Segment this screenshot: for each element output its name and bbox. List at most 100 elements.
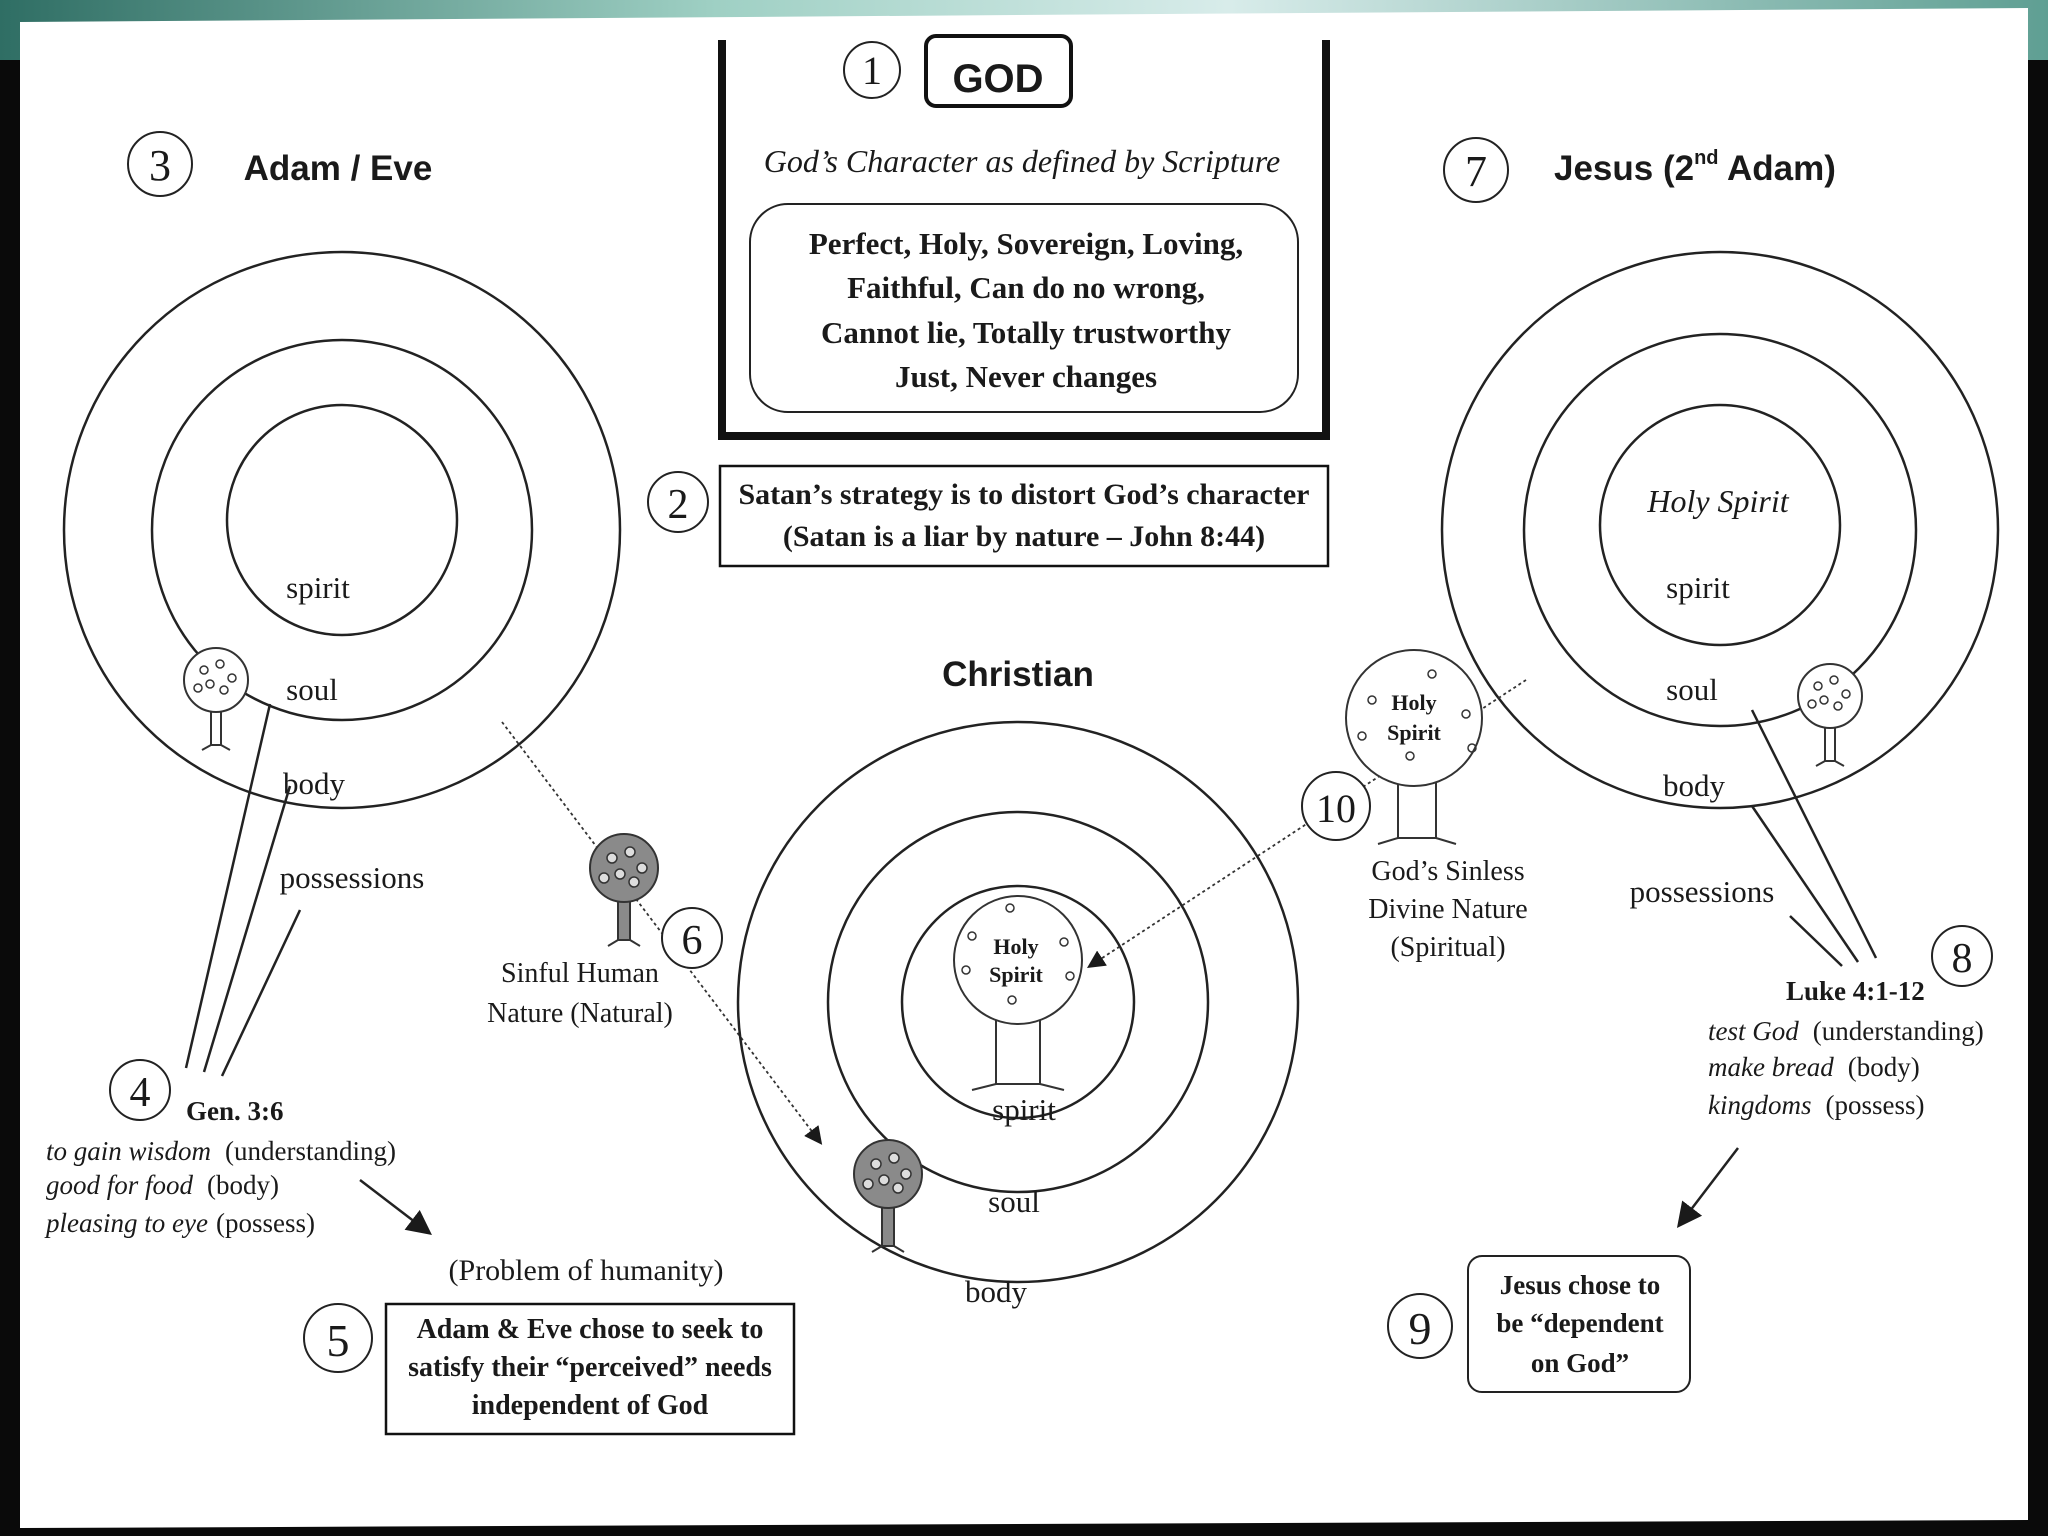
step-5-badge [303, 1303, 373, 1373]
dependent-section: 9 Jesus chose to be “dependent on God” [1387, 1255, 1691, 1393]
dependent-arrow [1676, 1147, 1739, 1228]
dependent-line: on God” [1531, 1348, 1629, 1378]
god-section: 1 GOD God’s Character as defined by Scri… [718, 34, 1330, 440]
sinful-nature-arrow [501, 721, 823, 1145]
god-title: GOD [952, 57, 1043, 101]
step-6-badge [661, 907, 723, 969]
step-2-badge [647, 471, 709, 533]
jesus-soul-ring [1598, 403, 1842, 647]
step-1-badge [843, 41, 901, 99]
luke-item: test God(understanding) [1708, 1016, 1984, 1046]
luke-pointer-line [1789, 915, 1843, 967]
step-1-number: 1 [862, 48, 882, 93]
adam-spirit-label: spirit [286, 570, 350, 605]
luke-reference: Luke 4:1-12 [1786, 976, 1925, 1006]
adam-possessions-ring [62, 250, 622, 810]
dependent-box [1467, 1255, 1691, 1393]
step-5-number: 5 [327, 1315, 350, 1366]
christian-soul-label: soul [988, 1184, 1040, 1219]
gen-pointer-line [202, 785, 292, 1073]
gen-pointer-line [220, 909, 302, 1077]
step-3-number: 3 [149, 141, 171, 190]
christian-body-label: body [965, 1274, 1028, 1309]
jesus-soul-label: soul [1666, 672, 1718, 707]
christian-holy-spirit-tree-icon [953, 895, 1083, 1091]
christian-tree-label: Spirit [989, 962, 1043, 987]
step-4-number: 4 [130, 1070, 151, 1116]
luke-item: kingdoms(possess) [1708, 1090, 1925, 1120]
step-10-badge [1301, 771, 1371, 841]
adam-body-ring [150, 338, 534, 722]
jesus-section: 7 Jesus (2nd Adam) Holy Spirit spirit so… [1440, 137, 2000, 967]
step-10-number: 10 [1316, 786, 1356, 831]
satan-section: 2 Satan’s strategy is to distort God’s c… [647, 464, 1330, 568]
step-4-badge [109, 1059, 171, 1121]
problem-arrow [359, 1179, 432, 1236]
divine-tree-label: Holy [1391, 690, 1436, 715]
god-traits-box [749, 203, 1299, 413]
god-trait-line: Faithful, Can do no wrong, [847, 270, 1205, 305]
christian-soul-ring [826, 810, 1210, 1194]
gen-section: 4 Gen. 3:6 to gain wisdom(understanding)… [44, 1059, 432, 1238]
step-2-number: 2 [668, 482, 689, 528]
step-9-number: 9 [1409, 1303, 1432, 1354]
divine-tree-icon [1345, 649, 1483, 845]
gen-pointer-line [184, 703, 272, 1069]
adam-soul-label: soul [286, 672, 338, 707]
god-subtitle: God’s Character as defined by Scripture [764, 143, 1280, 179]
jesus-possessions-label: possessions [1630, 874, 1775, 909]
jesus-holy-spirit-label: Holy Spirit [1646, 483, 1789, 519]
problem-line: satisfy their “perceived” needs [408, 1352, 772, 1383]
problem-label: (Problem of humanity) [449, 1254, 724, 1287]
luke-pointer-line [1750, 709, 1878, 959]
christian-body-ring [736, 720, 1300, 1284]
problem-line: Adam & Eve chose to seek to [417, 1314, 764, 1345]
jesus-possessions-ring [1440, 250, 2000, 810]
step-3-badge [127, 131, 193, 197]
problem-section: (Problem of humanity) 5 Adam & Eve chose… [303, 1254, 796, 1436]
adam-possessions-label: possessions [280, 860, 425, 895]
step-6-number: 6 [682, 918, 703, 964]
divine-section: Holy Spirit 10 God’s Sinless Divine Natu… [1086, 649, 1528, 968]
sinful-label: Sinful Human [501, 958, 659, 989]
adam-soul-ring [225, 403, 459, 637]
christian-section: Christian Holy Spirit spirit soul body [736, 655, 1300, 1309]
gen-item: to gain wisdom(understanding) [46, 1136, 396, 1166]
dependent-line: be “dependent [1496, 1308, 1663, 1338]
christian-spirit-label: spirit [992, 1092, 1056, 1127]
gen-item: good for food(body) [46, 1170, 279, 1200]
adam-title: Adam / Eve [244, 149, 433, 188]
christian-spirit-ring [900, 884, 1136, 1120]
step-8-badge [1931, 925, 1993, 987]
luke-pointer-line [1750, 805, 1860, 963]
step-8-number: 8 [1952, 936, 1973, 982]
god-trait-line: Just, Never changes [895, 359, 1157, 394]
step-9-badge [1387, 1293, 1453, 1359]
divine-label: Divine Nature [1368, 894, 1527, 925]
adam-body-label: body [283, 766, 346, 801]
divine-label: (Spiritual) [1390, 932, 1505, 963]
god-frame [718, 40, 1330, 440]
god-trait-line: Cannot lie, Totally trustworthy [821, 315, 1231, 350]
sinful-label: Nature (Natural) [487, 998, 673, 1029]
jesus-body-ring [1522, 332, 1918, 728]
god-trait-line: Perfect, Holy, Sovereign, Loving, [809, 226, 1243, 261]
jesus-spirit-label: spirit [1666, 570, 1730, 605]
christian-tree-label: Holy [993, 934, 1038, 959]
satan-line: Satan’s strategy is to distort God’s cha… [738, 478, 1309, 511]
satan-box [718, 464, 1330, 568]
god-title-box [924, 34, 1073, 108]
luke-item: make bread(body) [1708, 1052, 1920, 1082]
christian-title: Christian [942, 655, 1094, 694]
divine-tree-label: Spirit [1387, 720, 1441, 745]
dependent-line: Jesus chose to [1500, 1270, 1661, 1300]
adam-section: 3 Adam / Eve spirit soul body possession… [62, 131, 622, 1077]
luke-section: 8 Luke 4:1-12 test God(understanding) ma… [1676, 925, 1993, 1228]
problem-box [384, 1302, 796, 1436]
sinful-section: 6 Sinful Human Nature (Natural) [487, 721, 823, 1145]
gen-reference: Gen. 3:6 [186, 1096, 284, 1126]
jesus-body-label: body [1663, 768, 1726, 803]
divine-label: God’s Sinless [1371, 856, 1524, 887]
satan-line: (Satan is a liar by nature – John 8:44) [783, 520, 1265, 553]
